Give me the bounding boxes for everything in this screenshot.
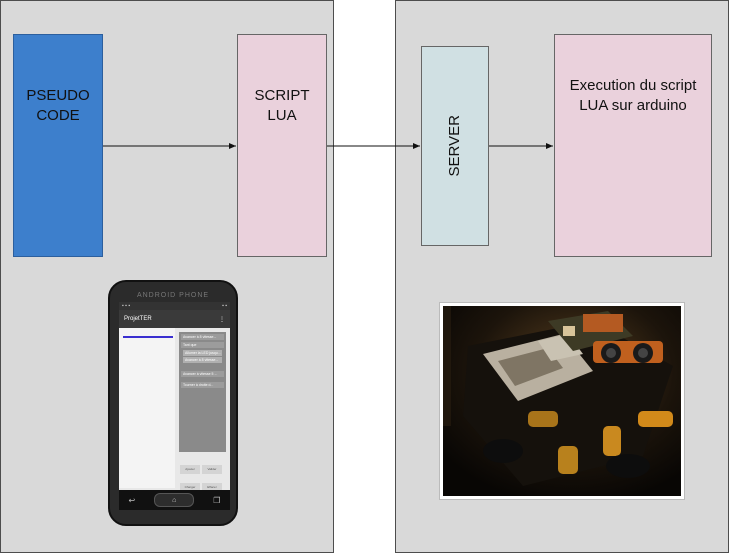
phone-button: Effacer xyxy=(202,483,222,492)
script-lua-label: SCRIPT LUA xyxy=(254,87,310,124)
phone-button: Valider xyxy=(202,465,222,474)
execution-box: Execution du script LUA sur arduino xyxy=(554,34,712,257)
script-lua-box: SCRIPT LUA xyxy=(237,34,327,257)
robot-motor xyxy=(558,446,578,474)
robot-motor xyxy=(603,426,621,456)
phone-nav-bar: ↩ ⌂ ❐ xyxy=(119,490,230,510)
phone-block-subitem: Allumer la LED jusqu... xyxy=(183,350,222,356)
phone-app-title: ProjetTER xyxy=(124,316,152,322)
robot-motor xyxy=(528,411,558,427)
execution-label: Execution du script LUA sur arduino xyxy=(569,77,697,114)
phone-status-bar: ▪ ▪ ▪ ▪ ▪ xyxy=(119,302,230,310)
overflow-menu-icon: ⋮ xyxy=(219,316,225,323)
server-box: SERVER xyxy=(421,46,489,246)
phone-app-bar: ProjetTER ⋮ xyxy=(119,310,230,328)
phone-block-item: Tant que xyxy=(181,342,224,348)
robot-wheel xyxy=(606,454,650,478)
back-icon: ↩ xyxy=(128,495,136,505)
recents-icon: ❐ xyxy=(213,495,221,505)
home-icon: ⌂ xyxy=(154,493,195,507)
android-phone-image: ANDROID PHONE ▪ ▪ ▪ ▪ ▪ ProjetTER ⋮ Avan… xyxy=(108,280,238,526)
robot-wheel xyxy=(483,439,523,463)
phone-block-item: Avancer à 8 vitesse... xyxy=(181,334,224,340)
phone-brand: ANDROID PHONE xyxy=(136,292,210,299)
phone-screen: ▪ ▪ ▪ ▪ ▪ ProjetTER ⋮ Avancer à 8 vitess… xyxy=(119,302,230,510)
robot-motor xyxy=(638,411,673,427)
phone-button: Ajouter xyxy=(180,465,200,474)
phone-drop-indicator xyxy=(123,336,173,338)
robot-photo xyxy=(439,302,685,500)
pseudo-code-label: PSEUDO CODE xyxy=(26,87,90,124)
status-icons-right: ▪ ▪ xyxy=(222,303,227,309)
phone-block-item: Avancer à vitesse 5 ... xyxy=(181,371,224,377)
phone-block-subitem: Avancer à 8 vitesse... xyxy=(183,357,222,363)
phone-button: Charger xyxy=(180,483,200,492)
status-icons-left: ▪ ▪ ▪ xyxy=(122,303,131,309)
phone-drop-area xyxy=(119,328,175,488)
phone-block-list: Avancer à 8 vitesse... Tant que Allumer … xyxy=(179,332,226,452)
robot-photo-content xyxy=(443,306,681,496)
pseudo-code-box: PSEUDO CODE xyxy=(13,34,103,257)
phone-block-item: Tourner à droite d... xyxy=(181,382,224,388)
